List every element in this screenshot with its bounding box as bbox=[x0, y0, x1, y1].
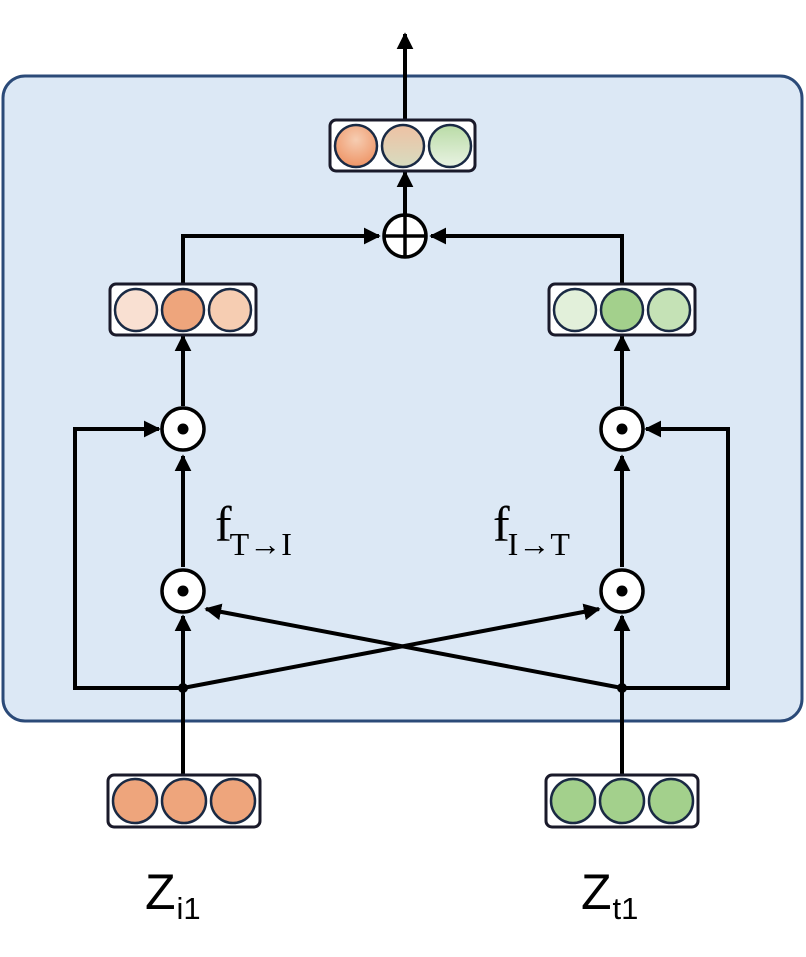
z-image-label: Zi1 bbox=[145, 864, 201, 926]
f-t-to-i-base: f bbox=[215, 496, 232, 552]
text-enhanced-vector bbox=[547, 282, 697, 337]
sum-operator bbox=[382, 213, 428, 259]
f-t-to-i-subscript: T→I bbox=[230, 526, 292, 562]
image-enhanced-vector bbox=[108, 282, 258, 337]
text-input-vector bbox=[544, 773, 700, 829]
z-text-label: Zt1 bbox=[581, 864, 638, 926]
left-to-sum-arrow bbox=[181, 227, 381, 283]
right-junction-dot bbox=[617, 683, 627, 693]
right-to-sum-arrow bbox=[429, 227, 624, 283]
cross-right-to-left-arrow bbox=[204, 603, 623, 690]
right-bottom-product-operator bbox=[599, 568, 645, 614]
z-text-subscript: t1 bbox=[613, 891, 639, 926]
cross-left-to-right-arrow bbox=[182, 603, 601, 690]
f-t-to-i-label: fT→I bbox=[215, 496, 292, 562]
right-skip-arrow bbox=[622, 420, 730, 690]
z-image-subscript: i1 bbox=[177, 891, 201, 926]
connections bbox=[73, 32, 730, 778]
fusion-module-panel bbox=[1, 74, 804, 723]
f-i-to-t-base: f bbox=[493, 496, 510, 552]
left-junction-dot bbox=[178, 683, 188, 693]
f-i-to-t-subscript: I→T bbox=[508, 526, 571, 562]
z-text-base: Z bbox=[581, 864, 612, 920]
left-top-product-operator bbox=[160, 406, 206, 452]
image-input-vector bbox=[106, 773, 262, 829]
output-fused-vector bbox=[328, 118, 477, 173]
right-top-product-operator bbox=[599, 406, 645, 452]
z-image-base: Z bbox=[145, 864, 176, 920]
f-i-to-t-label: fI→T bbox=[493, 496, 570, 562]
left-skip-arrow bbox=[73, 420, 183, 690]
left-bottom-product-operator bbox=[160, 568, 206, 614]
